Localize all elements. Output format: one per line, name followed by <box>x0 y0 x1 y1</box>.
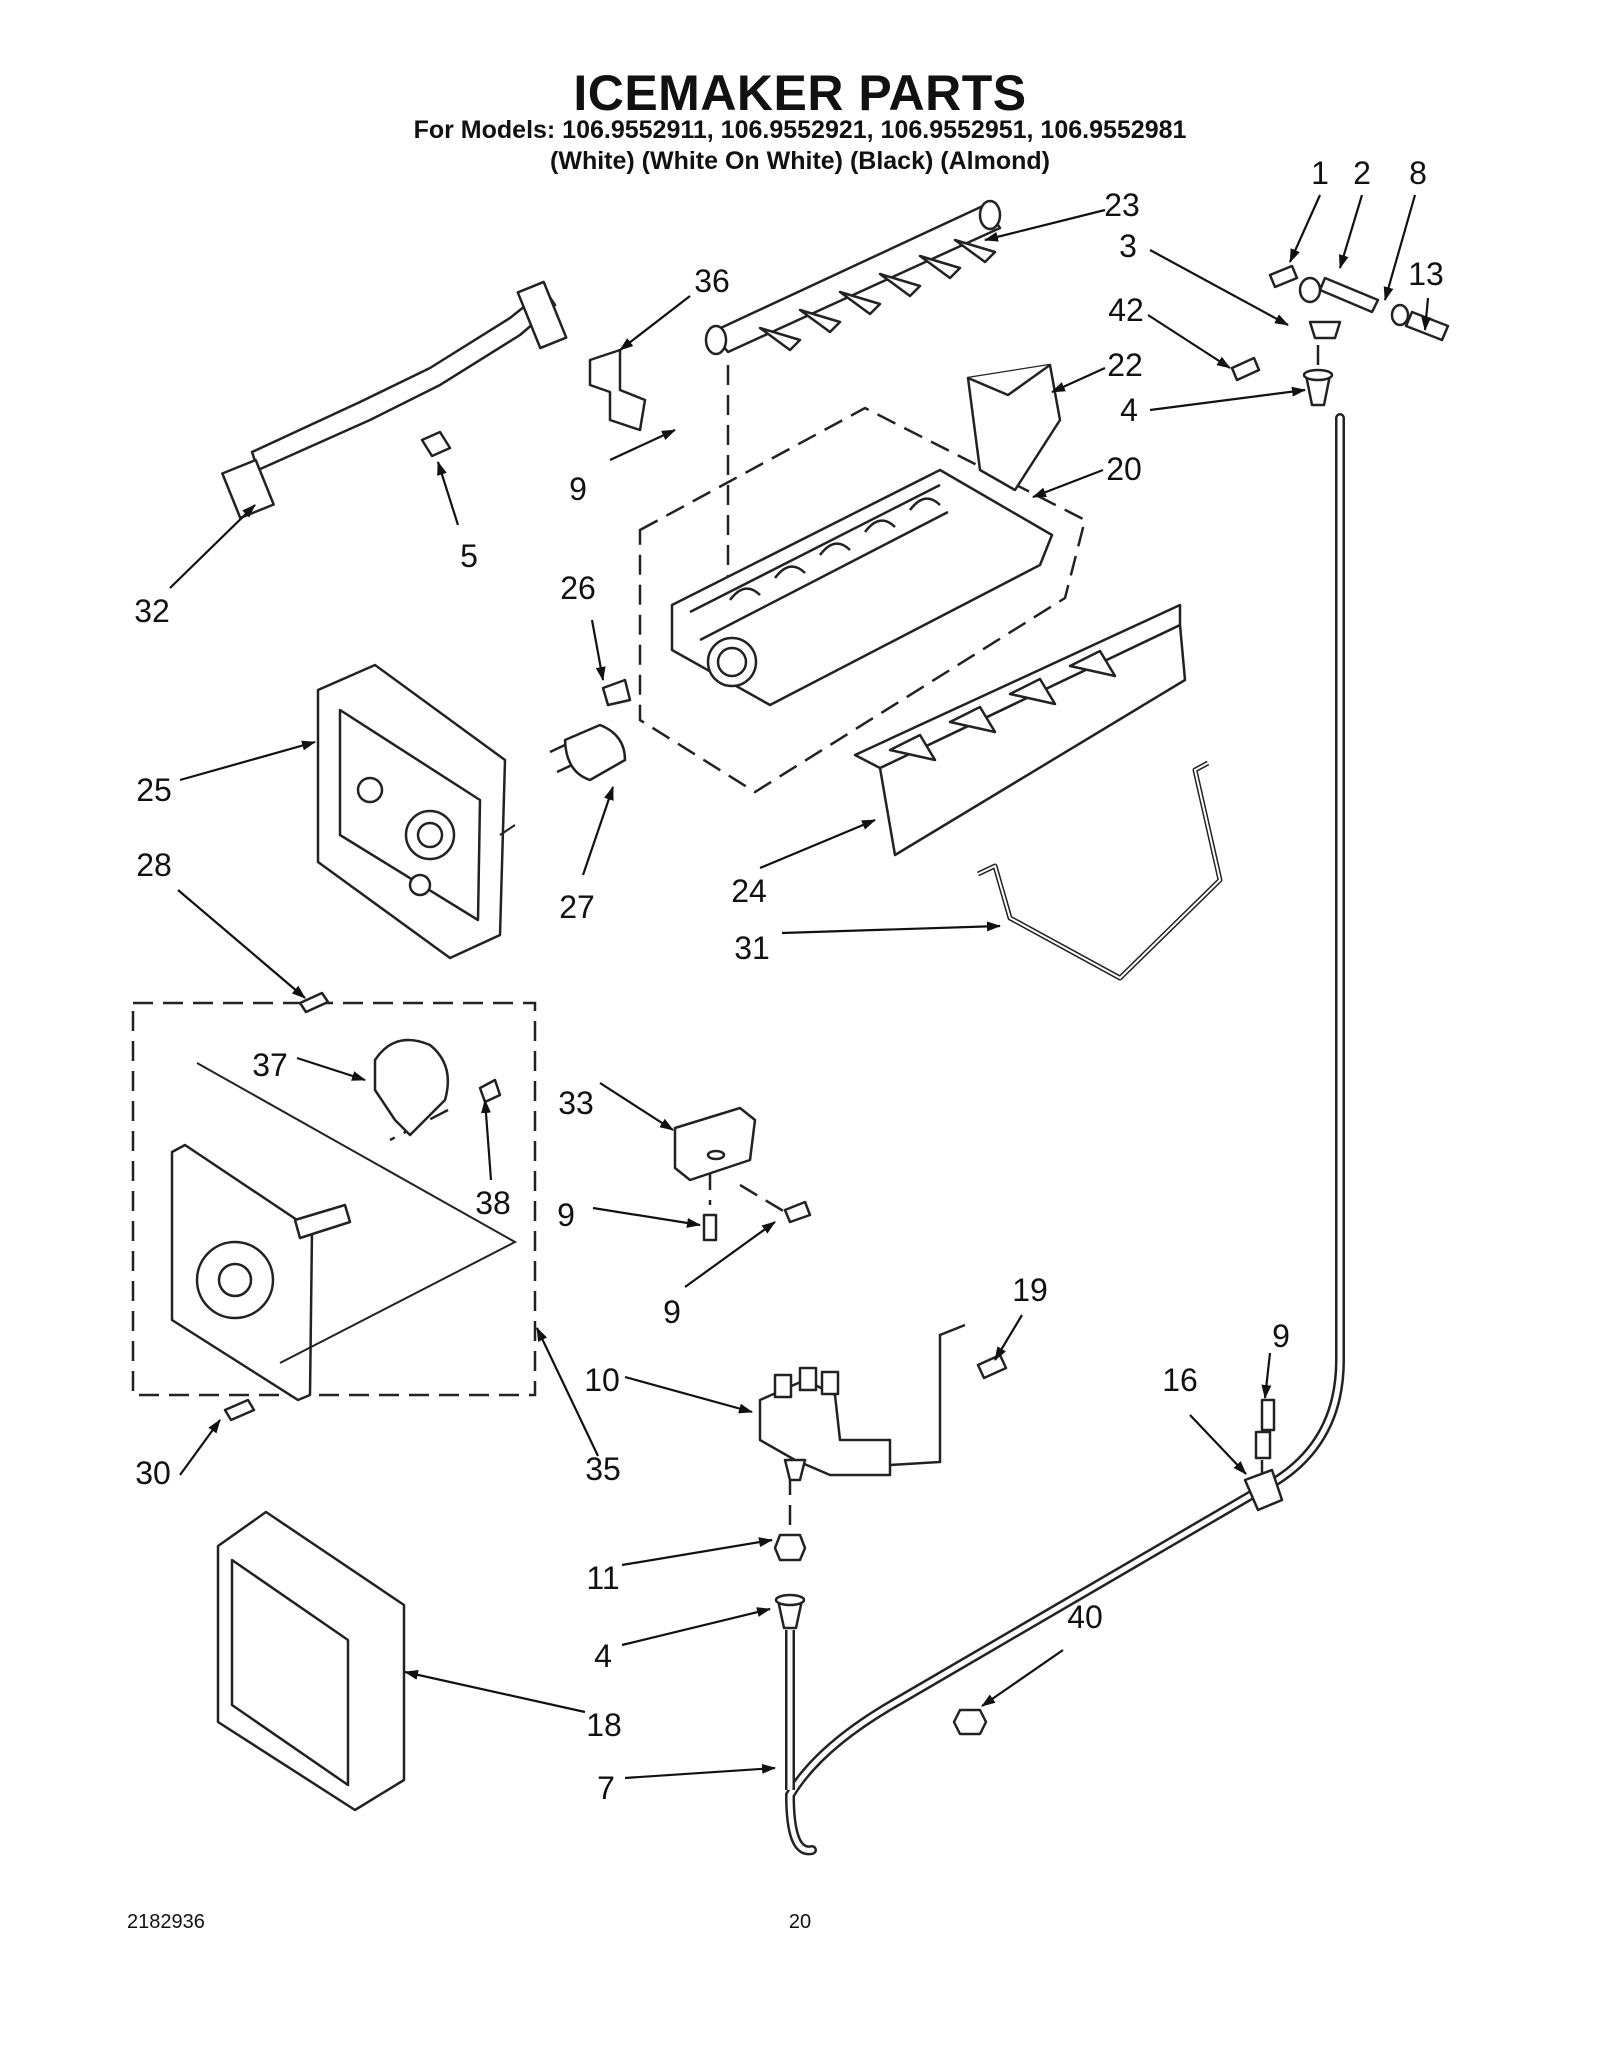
callout-11: 11 <box>586 1560 620 1596</box>
callout-40: 40 <box>1067 1599 1103 1635</box>
page-number: 20 <box>788 1911 812 1933</box>
callout-18: 18 <box>586 1707 622 1743</box>
callout-42: 42 <box>1108 292 1144 328</box>
callout-2: 2 <box>1353 155 1371 191</box>
callout-23: 23 <box>1104 187 1140 223</box>
callout-28: 28 <box>136 847 172 883</box>
callout-9b: 9 <box>557 1197 575 1233</box>
callout-37: 37 <box>252 1047 288 1083</box>
callout-35: 35 <box>585 1451 621 1487</box>
callout-27: 27 <box>559 889 595 925</box>
callout-33: 33 <box>558 1085 594 1121</box>
callout-31: 31 <box>734 930 770 966</box>
callout-25: 25 <box>136 772 172 808</box>
callout-1: 1 <box>1311 155 1329 191</box>
document-number: 2182936 <box>127 1911 205 1933</box>
callout-19: 19 <box>1012 1272 1048 1308</box>
callout-9: 9 <box>569 471 587 507</box>
callout-26: 26 <box>560 570 596 606</box>
page-title: ICEMAKER PARTS <box>573 65 1027 121</box>
callout-24: 24 <box>731 873 767 909</box>
colors-line: (White) (White On White) (Black) (Almond… <box>550 147 1050 175</box>
callout-30: 30 <box>135 1455 171 1491</box>
callout-20: 20 <box>1106 451 1142 487</box>
callout-16: 16 <box>1162 1362 1198 1398</box>
callout-10: 10 <box>584 1362 620 1398</box>
callout-4: 4 <box>1120 392 1138 428</box>
callout-8: 8 <box>1409 155 1427 191</box>
callout-4b: 4 <box>594 1638 612 1674</box>
callout-22: 22 <box>1107 347 1143 383</box>
callout-9c: 9 <box>663 1294 681 1330</box>
callout-38: 38 <box>475 1185 511 1221</box>
callout-36: 36 <box>694 263 730 299</box>
callout-32: 32 <box>134 593 170 629</box>
callout-5: 5 <box>460 538 478 574</box>
callout-9d: 9 <box>1272 1318 1290 1354</box>
models-line: For Models: 106.9552911, 106.9552921, 10… <box>413 116 1187 144</box>
callout-3: 3 <box>1119 228 1137 264</box>
callout-13: 13 <box>1408 256 1444 292</box>
callout-7: 7 <box>597 1770 615 1806</box>
